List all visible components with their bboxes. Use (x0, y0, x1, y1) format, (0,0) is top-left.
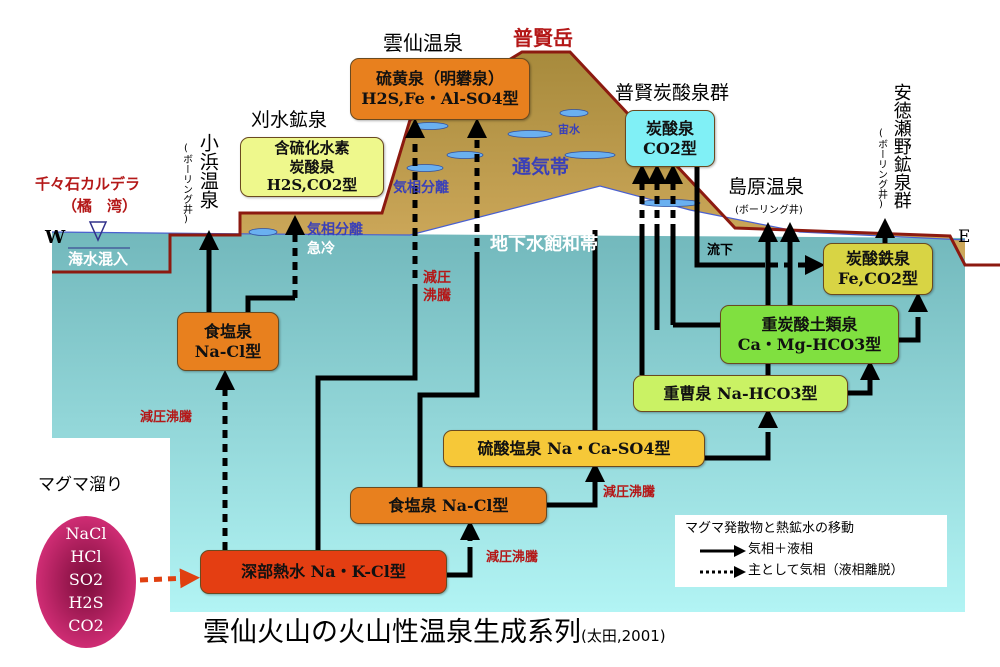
diagram-title: 雲仙火山の火山性温泉生成系列(太田,2001) (203, 617, 666, 648)
label-decompression-boiling: 減圧沸騰 (603, 485, 656, 500)
magma-component: HCl (70, 547, 102, 566)
label-quench: 急冷 (307, 241, 335, 257)
magma-arrow (139, 568, 200, 589)
legend-solid-label: 気相＋液相 (748, 542, 814, 557)
label-tachibana-bay: （橘 湾） (62, 197, 138, 215)
box-salt-spring-upper: 食塩泉 Na-Cl型 (177, 312, 279, 371)
box-line: Ca・Mg-HCO3型 (737, 334, 882, 354)
box-bicarbonate-earth: 重炭酸土類泉 Ca・Mg-HCO3型 (720, 305, 899, 364)
label-seawater-intrusion: 海水混入 (68, 250, 129, 268)
label-phase-separation: 気相分離 (393, 180, 449, 196)
box-karimizu: 含硫化水素 炭酸泉 H2S,CO2型 (240, 137, 384, 197)
box-sodium-bicarbonate: 重曹泉 Na-HCO3型 (633, 375, 848, 412)
legend-title: マグマ発散物と熱鉱水の移動 (685, 521, 855, 536)
box-line: 炭酸鉄泉 (845, 249, 910, 268)
solid-flow-arrows (199, 165, 921, 578)
box-line: Na-Cl型 (194, 341, 262, 361)
title-main: 雲仙火山の火山性温泉生成系列 (203, 617, 581, 648)
label-saturated-zone: 地下水飽和帯 (490, 234, 598, 255)
label-antokuseno-note: (ボーリング井) (875, 128, 887, 210)
box-line: H2S,CO2型 (266, 176, 358, 195)
box-line: H2S,Fe・Al-SO4型 (361, 89, 519, 108)
box-line: 重炭酸土類泉 (761, 314, 858, 334)
sea-level-triangle-icon (88, 221, 108, 242)
label-fugen-carbonate: 普賢炭酸泉群 (615, 82, 730, 104)
magma-component: SO2 (68, 570, 104, 589)
label-outflow: 流下 (707, 243, 734, 258)
box-line: 硫酸塩泉 Na・Ca-SO4型 (477, 438, 671, 458)
box-sulfate-spring: 硫酸塩泉 Na・Ca-SO4型 (443, 430, 705, 467)
label-obama-note: (ボーリング井) (180, 143, 192, 225)
label-magma-chamber: マグマ溜り (38, 475, 123, 495)
box-line: Fe,CO2型 (837, 269, 919, 288)
label-boiling: 沸騰 (423, 288, 451, 304)
label-decompression-boiling: 減圧沸騰 (486, 550, 539, 565)
vapor-flow-arrows (215, 118, 928, 555)
magma-component: CO2 (68, 616, 104, 635)
label-phase-separation: 気相分離 (307, 222, 363, 238)
label-obama: 小浜温泉 (196, 133, 219, 209)
box-iron-carbonate: 炭酸鉄泉 Fe,CO2型 (823, 243, 933, 295)
title-citation: (太田,2001) (581, 627, 666, 645)
label-decompression-boiling: 減圧沸騰 (140, 410, 193, 425)
box-line: 炭酸泉 (289, 157, 335, 176)
box-line: CO2型 (643, 138, 697, 158)
label-aeration-zone: 通気帯 (512, 156, 570, 178)
label-west: W (45, 227, 66, 248)
magma-components: NaCl HCl SO2 H2S CO2 (56, 522, 116, 637)
label-perched-water: 宙水 (558, 123, 580, 136)
box-line: 含硫化水素 (274, 138, 350, 157)
box-line: 食塩泉 Na-Cl型 (388, 495, 509, 515)
label-antokuseno: 安徳瀬野鉱泉群 (890, 83, 912, 209)
magma-component: NaCl (65, 524, 107, 543)
box-carbonate-spring: 炭酸泉 CO2型 (625, 110, 715, 167)
box-line: 炭酸泉 (645, 118, 694, 138)
magma-chamber (36, 516, 136, 648)
box-line: 食塩泉 (203, 321, 252, 341)
box-deep-hydrothermal: 深部熱水 Na・K-Cl型 (200, 550, 447, 594)
box-line: 深部熱水 Na・K-Cl型 (241, 562, 406, 581)
label-karimizu: 刈水鉱泉 (251, 109, 328, 131)
aeration-ground (170, 52, 965, 272)
legend-dotted-label: 主として気相（液相離脱） (748, 563, 904, 578)
label-shimabara-note: (ボーリング井) (735, 205, 803, 216)
label-east: E (958, 227, 971, 247)
label-fugendake: 普賢岳 (513, 26, 573, 50)
box-salt-spring-lower: 食塩泉 Na-Cl型 (350, 487, 547, 524)
label-chijiwa-caldera: 千々石カルデラ (35, 175, 141, 193)
label-decompression: 減圧 (423, 270, 451, 286)
box-line: 硫黄泉（明礬泉） (375, 69, 504, 88)
magma-component: H2S (68, 593, 104, 612)
box-sulfur-spring: 硫黄泉（明礬泉） H2S,Fe・Al-SO4型 (350, 58, 530, 120)
box-line: 重曹泉 Na-HCO3型 (663, 383, 818, 403)
label-shimabara: 島原温泉 (728, 176, 805, 198)
label-unzen-onsen: 雲仙温泉 (383, 31, 463, 55)
